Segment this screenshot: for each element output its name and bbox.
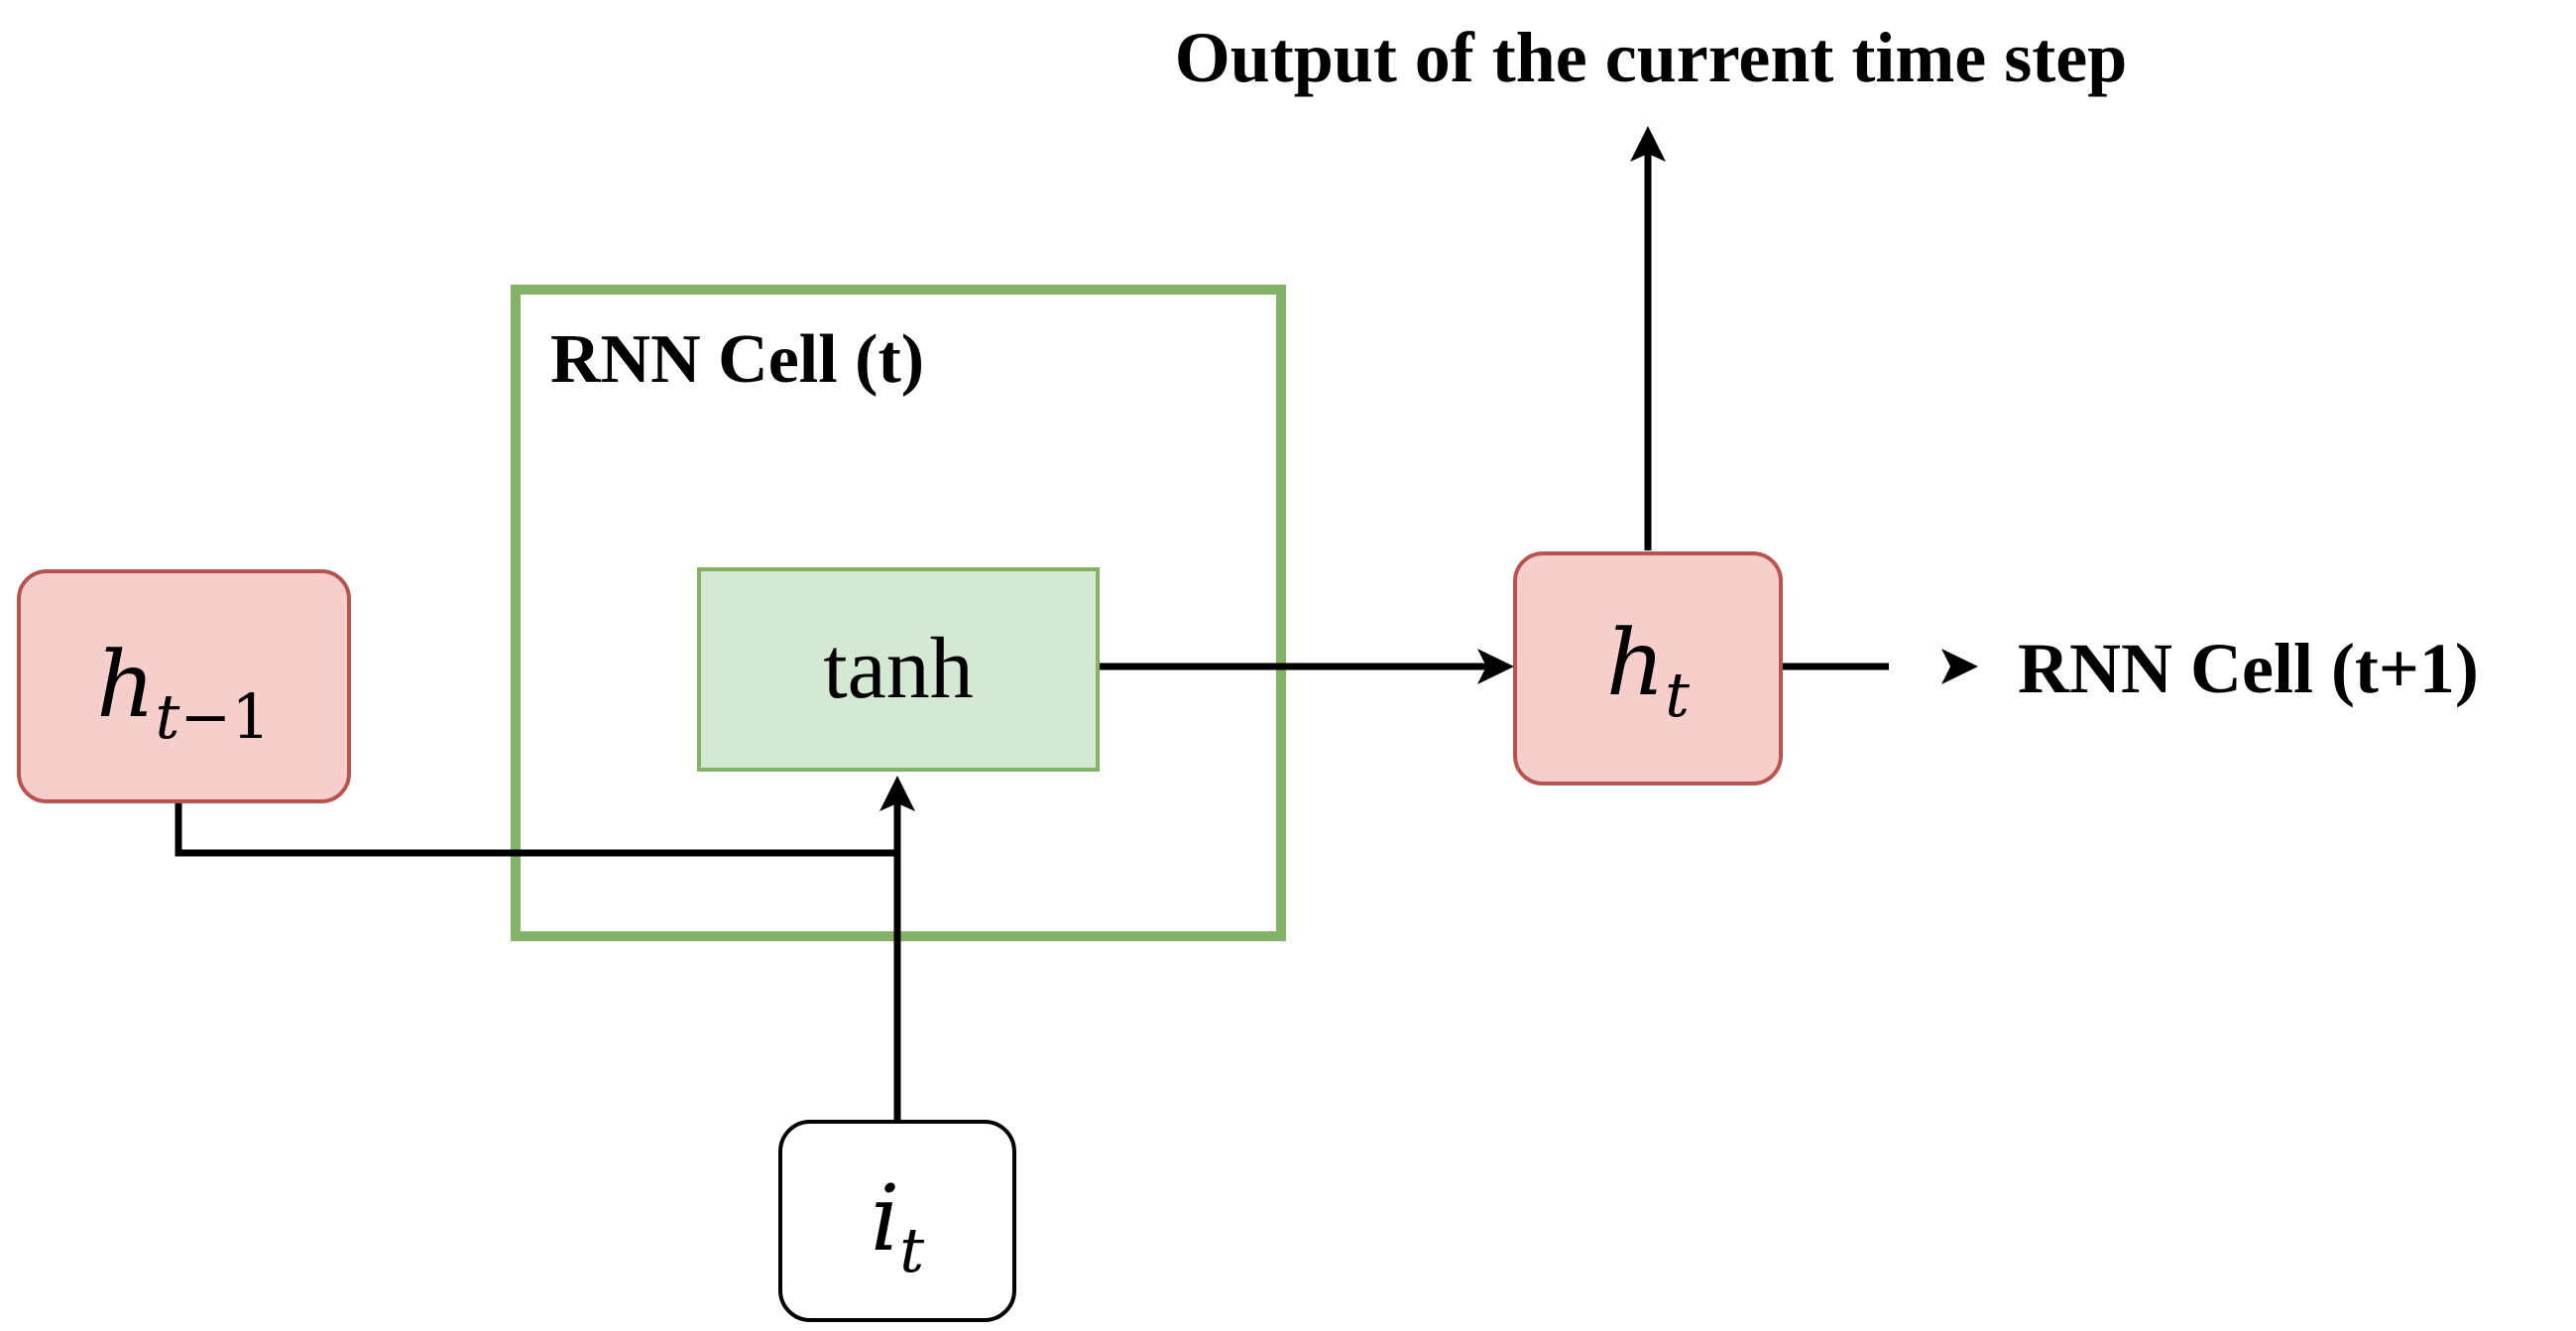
prev-hidden-state-symbol: ht−1 [96, 632, 271, 753]
current-hidden-state-box [1513, 551, 1783, 786]
arrowhead-to-hidden [1477, 649, 1514, 684]
next-cell-label: RNN Cell (t+1) [2018, 629, 2479, 708]
arrowhead-to-next-cell [1941, 649, 1978, 684]
input-box [778, 1120, 1016, 1322]
prev-hidden-subscript-var: t [155, 680, 179, 753]
prev-hidden-main: h [96, 632, 155, 738]
current-hidden-subscript: t [1665, 659, 1690, 731]
prev-hidden-state-box [17, 569, 351, 803]
output-title: Output of the current time step [1175, 18, 2128, 97]
tanh-box [697, 567, 1100, 772]
input-subscript: t [899, 1214, 924, 1286]
prev-hidden-connector [175, 800, 897, 857]
arrowhead-to-tanh [879, 776, 915, 811]
input-symbol: it [871, 1165, 924, 1286]
rnn-cell-label: RNN Cell (t) [550, 321, 924, 398]
current-hidden-main: h [1606, 610, 1665, 716]
connections [175, 154, 1889, 1122]
input-main: i [871, 1165, 899, 1271]
arrowhead-to-output [1630, 126, 1666, 162]
arrowheads [879, 126, 1978, 811]
prev-hidden-subscript-rest: −1 [179, 680, 270, 753]
current-hidden-state-symbol: ht [1606, 610, 1690, 731]
tanh-label: tanh [823, 621, 974, 717]
